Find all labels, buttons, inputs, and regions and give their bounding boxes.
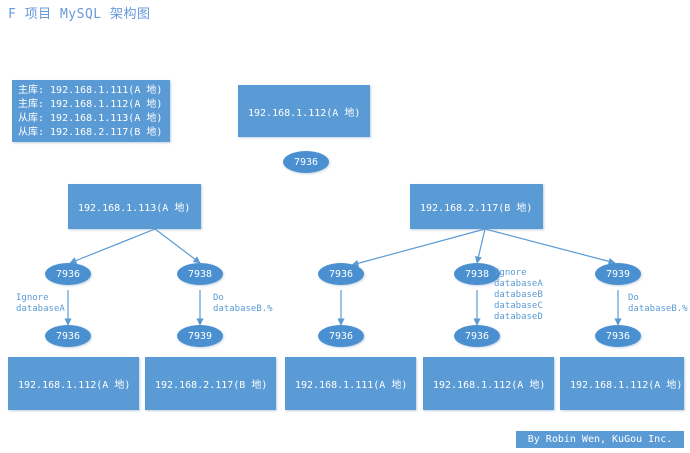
port-label: 7936 [55,330,81,342]
node-replica-right[interactable]: 192.168.2.117(B 地) [410,184,543,229]
port-top-7936[interactable]: 7936 [283,151,329,173]
node-label: 192.168.1.112(A 地) [18,380,131,391]
port-label: 7936 [328,330,354,342]
port-label: 7936 [55,268,81,280]
port-label: 7939 [605,268,631,280]
port-right-mid-7936[interactable]: 7936 [318,263,364,285]
port-label: 7936 [464,330,490,342]
annotation-right-ignore: Ignore databaseA databaseB databaseC dat… [494,268,543,322]
node-label: 192.168.1.112(A 地) [248,107,361,119]
legend-line: 从库: 192.168.1.113(A 地) [18,113,163,124]
node-label: 192.168.1.113(A 地) [78,203,191,214]
node-label: 192.168.1.112(A 地) [570,380,683,391]
port-right-bottom-7936-b[interactable]: 7936 [454,325,500,347]
footer-credit: By Robin Wen, KuGou Inc. [516,431,684,448]
node-replica-left[interactable]: 192.168.1.113(A 地) [68,184,201,229]
annotation-right-do: Do databaseB.% [628,293,688,314]
node-label: 192.168.2.117(B 地) [420,203,533,214]
port-right-mid-7939[interactable]: 7939 [595,263,641,285]
node-bottom-4[interactable]: 192.168.1.112(A 地) [423,357,554,410]
port-right-bottom-7936-c[interactable]: 7936 [595,325,641,347]
legend-line: 主库: 192.168.1.111(A 地) [18,85,163,96]
node-bottom-1[interactable]: 192.168.1.112(A 地) [8,357,139,410]
port-left-mid-7936[interactable]: 7936 [45,263,91,285]
node-bottom-5[interactable]: 192.168.1.112(A 地) [560,357,684,410]
footer-label: By Robin Wen, KuGou Inc. [527,434,673,445]
node-bottom-2[interactable]: 192.168.2.117(B 地) [145,357,276,410]
port-left-bottom-7936[interactable]: 7936 [45,325,91,347]
port-label: 7936 [605,330,631,342]
port-right-bottom-7936-a[interactable]: 7936 [318,325,364,347]
legend-line: 从库: 192.168.2.117(B 地) [18,127,163,138]
port-left-bottom-7939[interactable]: 7939 [177,325,223,347]
port-label: 7936 [293,156,319,168]
edge-right-to-7938 [474,228,486,264]
node-label: 192.168.2.117(B 地) [155,380,268,391]
node-bottom-3[interactable]: 192.168.1.111(A 地) [285,357,416,410]
port-label: 7939 [187,330,213,342]
port-label: 7938 [187,268,213,280]
edge-right-to-7936 [351,228,486,267]
edge-right-to-7939 [484,228,616,265]
node-master-top[interactable]: 192.168.1.112(A 地) [238,85,370,137]
node-label: 192.168.1.111(A 地) [295,380,408,391]
legend-box: 主库: 192.168.1.111(A 地) 主库: 192.168.1.112… [12,80,170,142]
annotation-left-ignore: Ignore databaseA [16,293,65,314]
port-label: 7936 [328,268,354,280]
page-title: F 项目 MySQL 架构图 [8,7,151,22]
annotation-left-do: Do databaseB.% [213,293,273,314]
port-label: 7938 [464,268,490,280]
port-left-mid-7938[interactable]: 7938 [177,263,223,285]
edge-left-to-7936 [69,228,156,264]
legend-line: 主库: 192.168.1.112(A 地) [18,99,163,110]
edge-left-to-7938 [154,228,201,264]
port-right-mid-7938[interactable]: 7938 [454,263,500,285]
node-label: 192.168.1.112(A 地) [433,380,546,391]
